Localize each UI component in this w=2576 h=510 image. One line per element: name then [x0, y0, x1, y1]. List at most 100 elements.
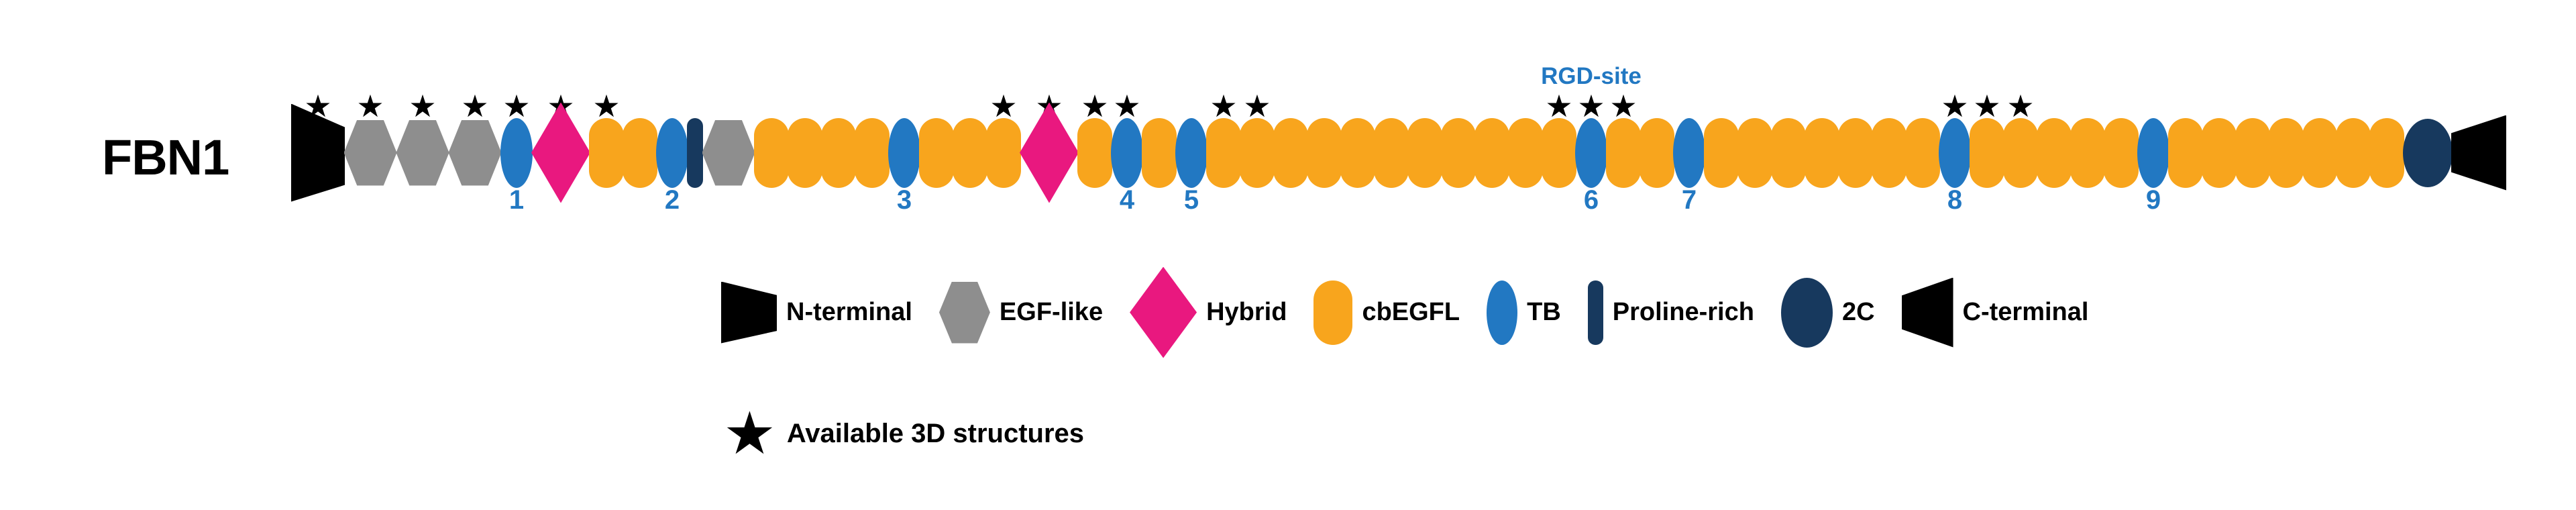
domain-cbegfl-shape	[2168, 117, 2203, 188]
tb-number-label: 2	[664, 185, 680, 215]
domain-cbegfl	[1872, 94, 1907, 211]
star-icon: ★	[989, 88, 1018, 124]
domain-tb: ★4	[1111, 91, 1143, 215]
domain-cbegfl: ★	[986, 88, 1021, 211]
domain-cbegfl-shape	[1307, 117, 1342, 188]
domain-cbegfl-shape	[1206, 117, 1241, 188]
domain-cbegfl-shape	[2369, 117, 2404, 188]
star-legend: ★ Available 3D structures	[723, 400, 1084, 467]
domain-n-terminal-shape	[291, 103, 345, 202]
tb-number-label: 6	[1583, 185, 1599, 215]
domain-cbegfl	[1307, 94, 1342, 211]
legend-item-hybrid: Hybrid	[1130, 266, 1287, 358]
domain-cbegfl-shape	[1142, 117, 1177, 188]
domain-cbegfl	[1704, 94, 1739, 211]
domain-proline-rich-shape	[687, 117, 703, 188]
domain-tb: 9	[2137, 94, 2169, 215]
domain-c-terminal-shape	[2451, 115, 2506, 191]
domain-cbegfl-shape	[2104, 117, 2139, 188]
domain-cbegfl	[1441, 94, 1476, 211]
domain-egf-like-legend-shape	[938, 281, 990, 344]
domain-cbegfl: ★	[1240, 88, 1275, 211]
tb-number-label: 3	[896, 185, 912, 215]
domain-n-terminal-legend-shape	[721, 281, 777, 344]
star-icon: ★	[1210, 88, 1238, 124]
domain-cbegfl	[1142, 94, 1177, 211]
domain-cbegfl	[919, 94, 954, 211]
domain-cbegfl	[1407, 94, 1442, 211]
tb-number-label: 8	[1947, 185, 1963, 215]
domain-tb-shape	[500, 117, 533, 188]
domain-cbegfl-shape	[2003, 117, 2038, 188]
domain-cbegfl	[2302, 94, 2337, 211]
star-icon: ★	[1243, 88, 1271, 124]
domain-cbegfl	[1474, 94, 1509, 211]
legend-label: TB	[1527, 298, 1561, 326]
domain-egf-like: ★	[343, 91, 397, 211]
domain-cbegfl	[953, 94, 987, 211]
domain-cbegfl-shape	[2302, 117, 2337, 188]
domain-cbegfl	[1640, 94, 1674, 211]
domain-cbegfl-shape	[1905, 117, 1940, 188]
protein-title: FBN1	[102, 130, 229, 185]
domain-tb: 7	[1673, 94, 1705, 213]
domain-cbegfl	[1838, 94, 1873, 211]
domain-cbegfl	[2168, 94, 2203, 211]
domain-tb-shape	[1575, 117, 1607, 188]
domain-cbegfl	[1737, 94, 1772, 211]
domain-n-terminal: ★	[291, 91, 345, 211]
star-icon: ★	[461, 88, 489, 124]
domain-cbegfl	[1905, 94, 1940, 211]
domain-tb: 3	[888, 94, 920, 215]
domain-tb: ★1	[500, 91, 533, 213]
domain-cbegfl: ★	[2003, 88, 2038, 211]
domain-cbegfl	[1273, 94, 1308, 211]
domain-cbegfl-shape	[1640, 117, 1674, 188]
domain-egf-like-shape	[396, 119, 449, 186]
star-icon: ★	[1941, 88, 1969, 124]
domain-cbegfl-shape	[1872, 117, 1907, 188]
domain-cbegfl-shape	[1805, 117, 1839, 188]
domain-hybrid: ★	[531, 91, 590, 211]
legend-item-proline-rich: Proline-rich	[1587, 280, 1754, 345]
legend-item-cbegfl: cbEGFL	[1313, 280, 1460, 345]
star-icon: ★	[592, 88, 621, 124]
domain-2c-shape	[2403, 118, 2453, 187]
domain-cbegfl-shape	[1838, 117, 1873, 188]
domain-cbegfl-shape	[2037, 117, 2072, 188]
domain-chain: ★★★★★1★★23★★★★45★★★RGD-site★6★7★8★★9	[291, 63, 2506, 215]
star-icon: ★	[1609, 88, 1638, 124]
domain-cbegfl-shape	[1340, 117, 1375, 188]
domain-egf-like	[702, 94, 755, 211]
tb-number-label: 9	[2145, 185, 2161, 215]
domain-cbegfl-shape	[1273, 117, 1308, 188]
domain-cbegfl	[623, 94, 657, 211]
domain-egf-like: ★	[448, 88, 502, 211]
star-icon: ★	[2006, 88, 2035, 124]
domain-cbegfl-shape	[1606, 117, 1641, 188]
star-icon: ★	[1973, 88, 2001, 124]
domain-cbegfl-shape	[919, 117, 954, 188]
domain-cbegfl-shape	[1240, 117, 1275, 188]
domain-cbegfl: ★	[1606, 88, 1641, 211]
domain-cbegfl	[1771, 94, 1806, 211]
domain-cbegfl: ★	[1206, 88, 1241, 211]
domain-egf-like-shape	[343, 119, 397, 186]
domain-2c-legend-shape	[1780, 277, 1833, 348]
domain-cbegfl	[788, 94, 822, 211]
tb-number-label: 4	[1119, 185, 1135, 215]
domain-c-terminal	[2451, 94, 2506, 211]
domain-tb-legend-shape	[1487, 280, 1518, 345]
domain-cbegfl: ★	[589, 88, 624, 211]
domain-cbegfl-shape	[1508, 117, 1543, 188]
domain-tb-shape	[1939, 117, 1971, 188]
domain-cbegfl: ★	[1542, 91, 1576, 211]
domain-cbegfl-shape	[2070, 117, 2105, 188]
domain-cbegfl-shape	[986, 117, 1021, 188]
domain-cbegfl-shape	[788, 117, 822, 188]
domain-tb: 5	[1175, 94, 1208, 213]
domain-cbegfl	[1508, 94, 1543, 211]
domain-proline-rich-legend-shape	[1587, 280, 1603, 345]
legend-label: Proline-rich	[1612, 298, 1754, 326]
